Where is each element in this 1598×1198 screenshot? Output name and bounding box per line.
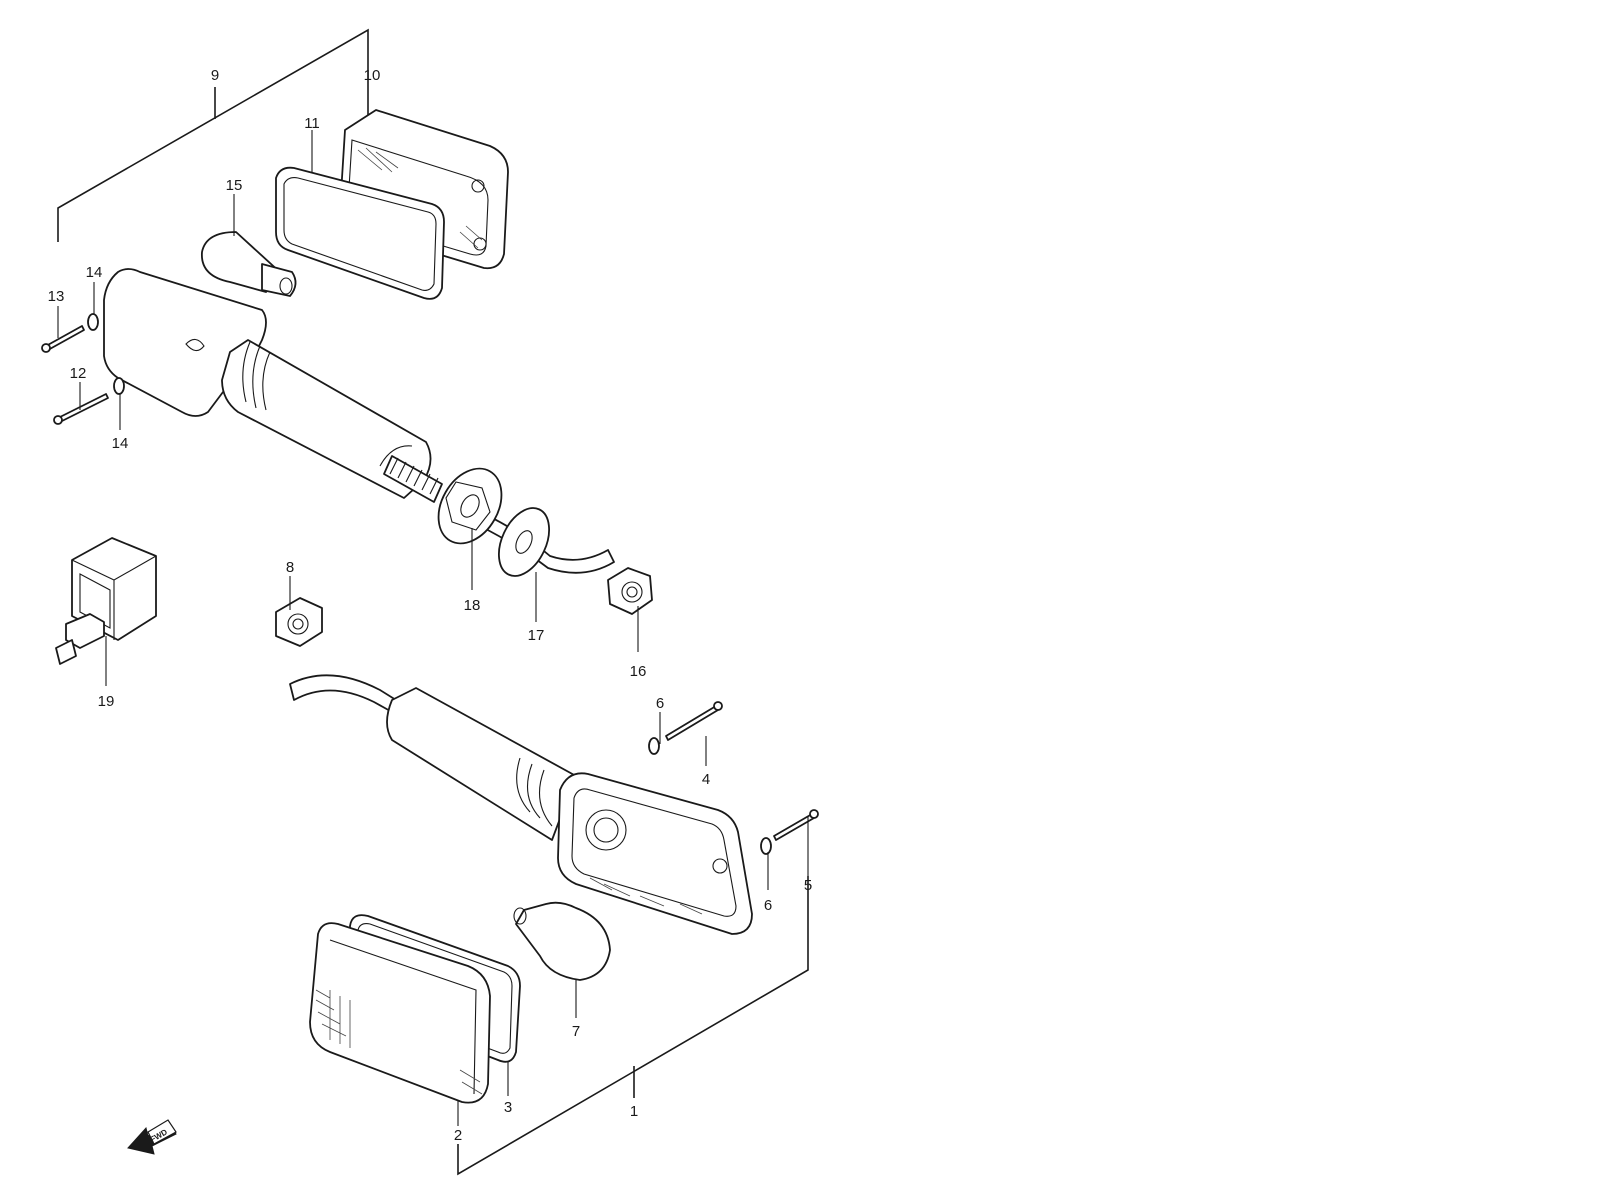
lower-signal-body [386,687,577,841]
part-6-washer-lower [760,837,772,855]
rear-signal-assembly-bracket [57,28,369,242]
part-2-lens [309,922,491,1104]
part-14-washer-upper [87,313,99,331]
lower-signal-housing [557,772,753,935]
label-part-9: 9 [211,67,219,84]
leader-lines [57,130,809,1126]
label-part-10: 10 [364,67,381,84]
label-part-3: 3 [504,1099,512,1116]
part-11-gasket [275,166,445,300]
label-part-15: 15 [226,177,243,194]
part-5-screw [773,809,819,841]
part-12-screw [53,393,109,425]
label-part-14-upper: 14 [86,264,103,281]
part-14-washer-lower [113,377,125,395]
threaded-stud [383,455,443,503]
label-part-8: 8 [286,559,294,576]
part-7-bulb [513,901,611,981]
label-part-6-lower: 6 [764,897,772,914]
part-16-nut [607,567,653,615]
fwd-arrow-icon: FWD [127,1119,177,1155]
part-15-bulb [201,231,297,297]
front-signal-assembly-bracket [457,876,809,1176]
part-6-washer-upper [648,737,660,755]
part-9-signal-body [103,268,432,499]
label-part-1: 1 [630,1103,638,1120]
part-13-screw [41,325,85,353]
part-17-rubber-washer [498,507,550,577]
label-part-2: 2 [454,1127,462,1144]
label-part-12: 12 [70,365,87,382]
part-18-washer [437,467,503,545]
label-part-7: 7 [572,1023,580,1040]
label-part-13: 13 [48,288,65,305]
part-8-nut [275,597,323,647]
label-part-19: 19 [98,693,115,710]
label-part-16: 16 [630,663,647,680]
label-part-4: 4 [702,771,710,788]
label-part-18: 18 [464,597,481,614]
label-part-11: 11 [304,115,320,132]
label-part-14-lower: 14 [112,435,129,452]
part-4-screw [665,701,723,741]
label-part-6-upper: 6 [656,695,664,712]
lower-cable [289,674,397,713]
label-part-17: 17 [528,627,545,644]
part-19-relay [55,537,157,665]
label-part-5: 5 [804,877,812,894]
